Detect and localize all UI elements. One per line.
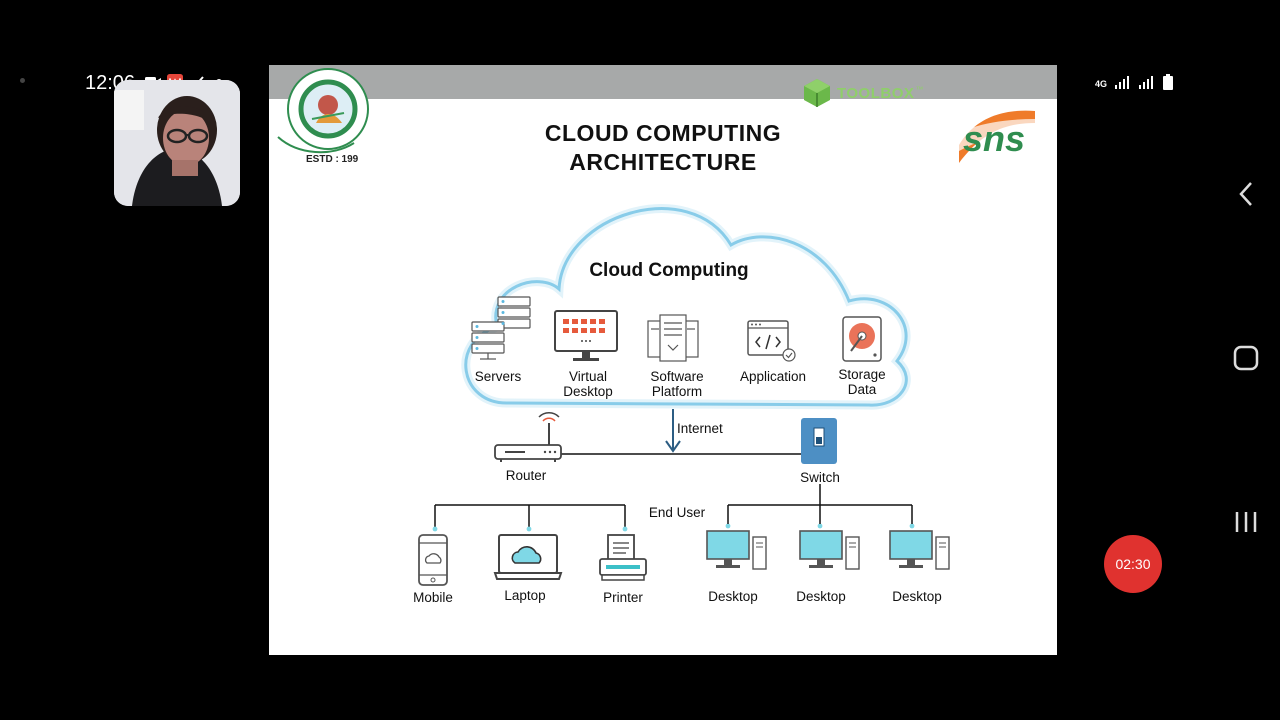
hard-drive-icon [842, 316, 882, 362]
home-icon[interactable] [1232, 344, 1260, 372]
toolbox-cube-icon [804, 79, 830, 107]
network-type-label: 4G [1095, 78, 1108, 89]
device-mobile-label: Mobile [413, 590, 453, 605]
signal-icon-2 [1139, 75, 1155, 92]
router-icon [494, 412, 562, 462]
battery-icon [1163, 74, 1174, 93]
device-laptop-label: Laptop [504, 588, 546, 603]
device-desktop-label: Desktop [708, 589, 758, 604]
cloud-item-servers-label: Servers [474, 369, 522, 384]
switch-icon [801, 418, 837, 464]
code-window-icon [747, 320, 796, 362]
device-desktop-label: Desktop [892, 589, 942, 604]
sns-logo: sns [957, 105, 1037, 165]
cloud-item-application-label: Application [739, 369, 807, 384]
toolbox-logo: TOOLBOX ™ [803, 78, 923, 108]
internet-label: Internet [677, 421, 723, 436]
signal-icon [1115, 75, 1131, 92]
cloud-item-virtual-desktop-label: Virtual Desktop [563, 369, 613, 399]
cloud-title: Cloud Computing [589, 260, 749, 281]
servers-icon [471, 296, 531, 360]
slide-title-line2: ARCHITECTURE [569, 149, 757, 175]
back-icon[interactable] [1232, 180, 1260, 208]
right-status-icons: 4G [1095, 74, 1174, 93]
svg-text:sns: sns [963, 118, 1025, 159]
monitor-icon [554, 310, 618, 361]
switch-label: Switch [800, 470, 840, 485]
college-estd: ESTD : 199 [306, 154, 359, 165]
presentation-slide: ESTD : 199 TOOLBOX ™ sns CLOUD COMPUTING… [269, 65, 1057, 655]
recent-apps-icon[interactable] [1232, 508, 1260, 536]
desktop-icon [706, 530, 767, 570]
device-printer-label: Printer [603, 590, 643, 605]
webcam-preview[interactable] [114, 80, 240, 206]
toolbox-trademark: ™ [915, 84, 924, 94]
internet-arrow [665, 409, 681, 453]
printer-icon [599, 534, 647, 581]
mobile-icon [418, 534, 448, 586]
end-user-label: End User [648, 505, 706, 520]
platform-icon [647, 314, 699, 362]
presenter-avatar [114, 80, 240, 206]
slide-header-bar [269, 65, 1057, 99]
cloud-item-storage-data-label: Storage Data [838, 367, 886, 397]
router-label: Router [505, 468, 547, 483]
architecture-diagram [418, 204, 950, 586]
college-logo [272, 65, 372, 165]
desktop-icon [889, 530, 950, 570]
slide-title-line1: CLOUD COMPUTING [544, 120, 782, 146]
desktop-icon [799, 530, 860, 570]
tree-node-dots [432, 523, 915, 532]
status-dot [20, 78, 25, 83]
recording-timer-button[interactable]: 02:30 [1104, 535, 1162, 593]
device-desktop-label: Desktop [796, 589, 846, 604]
laptop-icon [493, 534, 563, 580]
switch-device-tree [727, 484, 913, 524]
router-device-tree [434, 504, 626, 527]
toolbox-label: TOOLBOX [837, 84, 915, 102]
cloud-item-software-platform-label: Software Platform [650, 369, 704, 399]
